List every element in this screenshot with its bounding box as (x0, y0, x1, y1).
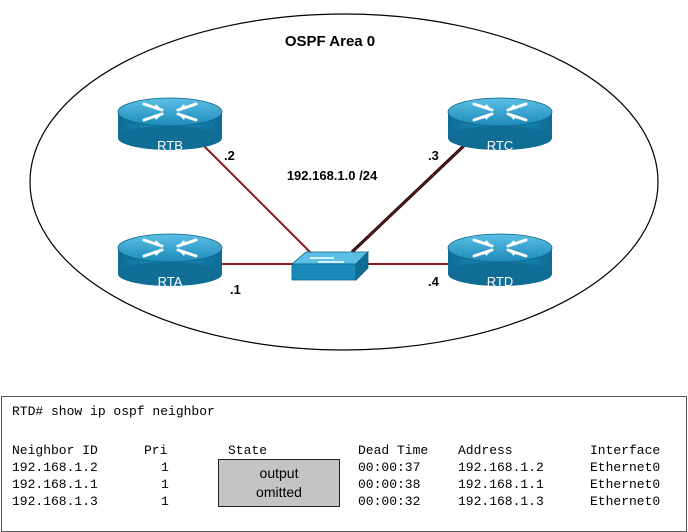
header-address: Address (458, 443, 513, 458)
header-dead-time: Dead Time (358, 443, 429, 458)
cell-pri: 1 (161, 460, 169, 475)
cell-neighbor-id: 192.168.1.3 (12, 494, 98, 509)
cell-neighbor-id: 192.168.1.1 (12, 477, 98, 492)
omitted-line-2: omitted (256, 484, 302, 500)
cell-pri: 1 (161, 494, 169, 509)
area-label: OSPF Area 0 (285, 33, 375, 50)
router-rtc: RTC (446, 96, 554, 153)
cell-address: 192.168.1.2 (458, 460, 544, 475)
router-label: RTD (487, 274, 513, 289)
cell-dead-time: 00:00:38 (358, 477, 421, 492)
link-rtc-switch-accent (351, 139, 471, 253)
router-rta: RTA (116, 232, 224, 289)
cell-interface: Ethernet0 (590, 494, 661, 509)
cell-address: 192.168.1.3 (458, 494, 544, 509)
cell-interface: Ethernet0 (590, 460, 661, 475)
addr-rtd: .4 (428, 274, 440, 289)
network-label: 192.168.1.0 /24 (287, 168, 378, 183)
ospf-area-boundary (29, 13, 659, 351)
header-pri: Pri (144, 443, 168, 458)
router-label: RTA (158, 274, 183, 289)
cell-pri: 1 (161, 477, 169, 492)
terminal-output: RTD# show ip ospf neighbor Neighbor ID P… (1, 396, 687, 532)
command-line: RTD# show ip ospf neighbor (12, 404, 215, 419)
cell-dead-time: 00:00:37 (358, 460, 421, 475)
addr-rta: .1 (230, 282, 241, 297)
router-rtd: RTD (446, 232, 554, 289)
addr-rtb: .2 (224, 148, 235, 163)
router-label: RTB (157, 138, 183, 153)
network-diagram: OSPF Area 0 192.168.1.0 /24 RTB RTC RTA … (29, 13, 659, 351)
cell-address: 192.168.1.1 (458, 477, 544, 492)
header-interface: Interface (590, 443, 661, 458)
header-neighbor-id: Neighbor ID (12, 443, 98, 458)
state-omitted-box: output omitted (218, 459, 340, 507)
header-state: State (228, 443, 268, 458)
link-rtb-switch (199, 141, 313, 255)
omitted-line-1: output (259, 465, 299, 481)
cell-dead-time: 00:00:32 (358, 494, 421, 509)
addr-rtc: .3 (428, 148, 439, 163)
cell-interface: Ethernet0 (590, 477, 661, 492)
router-label: RTC (487, 138, 513, 153)
switch-icon (290, 251, 369, 281)
router-rtb: RTB (116, 96, 224, 153)
cell-neighbor-id: 192.168.1.2 (12, 460, 98, 475)
